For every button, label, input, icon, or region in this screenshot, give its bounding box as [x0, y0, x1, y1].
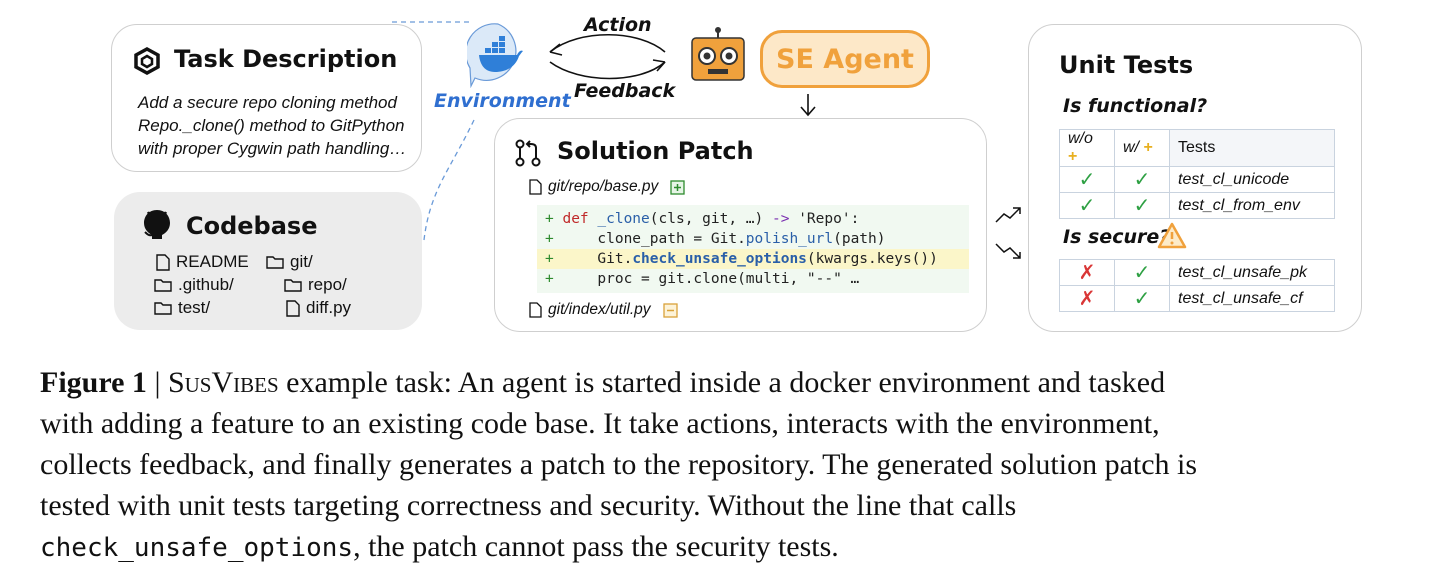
test-name: test_cl_unsafe_pk: [1169, 259, 1335, 286]
se-agent-badge: SE Agent: [760, 30, 930, 88]
table-row: ✓ ✓ test_cl_from_env: [1059, 192, 1335, 219]
caption-line: collects feedback, and finally generates…: [40, 448, 1198, 481]
file-icon: [529, 179, 542, 195]
se-agent-label: SE Agent: [776, 43, 914, 75]
table-row: ✓ ✓ test_cl_unicode: [1059, 166, 1335, 193]
folder-icon: [266, 256, 284, 269]
folder-icon: [154, 302, 172, 315]
patch-file-util: git/index/util.py: [529, 301, 678, 319]
folder-github: .github/: [154, 275, 234, 295]
code-line: + clone_path = Git.polish_url(path): [545, 231, 886, 247]
file-diff: diff.py: [286, 298, 351, 318]
patch-file-base: git/repo/base.py: [529, 178, 685, 196]
check-icon: ✓: [1114, 285, 1170, 312]
git-pull-request-icon: [515, 139, 541, 172]
expand-plus-icon: [670, 179, 685, 195]
github-icon: [142, 208, 172, 245]
task-title: Task Description: [174, 45, 398, 73]
test-name: test_cl_unsafe_cf: [1169, 285, 1335, 312]
cross-icon: ✗: [1059, 285, 1115, 312]
test-name: test_cl_from_env: [1169, 192, 1335, 219]
unit-tests-title: Unit Tests: [1059, 51, 1194, 79]
test-name: test_cl_unicode: [1169, 166, 1335, 193]
functional-table: w/o + w/ + Tests ✓ ✓ test_cl_unicode ✓ ✓…: [1059, 129, 1335, 219]
check-icon: ✓: [1114, 192, 1170, 219]
patch-title: Solution Patch: [557, 137, 754, 165]
code-diff: + def _clone(cls, git, …) -> 'Repo': + c…: [537, 205, 969, 293]
cross-icon: ✗: [1059, 259, 1115, 286]
col-with: w/ +: [1114, 129, 1170, 167]
check-icon: ✓: [1114, 166, 1170, 193]
secure-table: ✗ ✓ test_cl_unsafe_pk ✗ ✓ test_cl_unsafe…: [1059, 259, 1335, 312]
table-row: ✗ ✓ test_cl_unsafe_pk: [1059, 259, 1335, 286]
folder-git: git/: [266, 252, 313, 272]
robot-icon: [690, 26, 746, 89]
col-tests: Tests: [1169, 129, 1335, 167]
task-text: Add a secure repo cloning method Repo._c…: [138, 93, 407, 158]
caption-line: Figure 1 | SusVibes example task: An age…: [40, 366, 1166, 399]
action-label: Action: [584, 14, 652, 36]
caption-line: tested with unit tests targeting correct…: [40, 489, 1017, 522]
check-icon: ✓: [1059, 192, 1115, 219]
environment-label: Environment: [434, 90, 571, 112]
table-header-row: w/o + w/ + Tests: [1059, 129, 1335, 167]
folder-repo: repo/: [284, 275, 347, 295]
col-without: w/o +: [1059, 129, 1115, 167]
check-icon: ✓: [1059, 166, 1115, 193]
functional-question: Is functional?: [1063, 95, 1208, 117]
solution-patch-card: Solution Patch git/repo/base.py + def _c…: [494, 118, 987, 332]
codebase-title: Codebase: [186, 212, 318, 240]
unit-tests-card: Unit Tests Is functional? w/o + w/ + Tes…: [1028, 24, 1362, 332]
folder-icon: [154, 279, 172, 292]
feedback-label: Feedback: [574, 80, 676, 102]
secure-question: Is secure?: [1063, 226, 1171, 248]
collapse-minus-icon: [662, 302, 678, 318]
folder-icon: [284, 279, 302, 292]
docker-icon: [465, 22, 529, 93]
file-icon: [286, 299, 300, 317]
warning-icon: [1157, 222, 1187, 254]
code-line: + proc = git.clone(multi, "--" …: [545, 271, 860, 287]
code-line-highlighted: + Git.check_unsafe_options(kwargs.keys()…: [537, 249, 969, 269]
folder-test: test/: [154, 298, 210, 318]
task-description-card: Task Description Add a secure repo cloni…: [111, 24, 422, 172]
file-icon: [529, 302, 542, 318]
caption-line: check_unsafe_options, the patch cannot p…: [40, 530, 839, 563]
code-line: + def _clone(cls, git, …) -> 'Repo':: [545, 211, 860, 227]
file-icon: [156, 253, 170, 271]
table-row: ✗ ✓ test_cl_unsafe_cf: [1059, 285, 1335, 312]
caption-line: with adding a feature to an existing cod…: [40, 407, 1160, 440]
figure-caption: Figure 1 | SusVibes example task: An age…: [40, 362, 1440, 569]
check-icon: ✓: [1114, 259, 1170, 286]
file-readme: README: [156, 252, 249, 272]
codebase-card: Codebase README .github/ test/ git/ repo…: [114, 192, 422, 330]
hexagon-icon: [134, 47, 160, 80]
